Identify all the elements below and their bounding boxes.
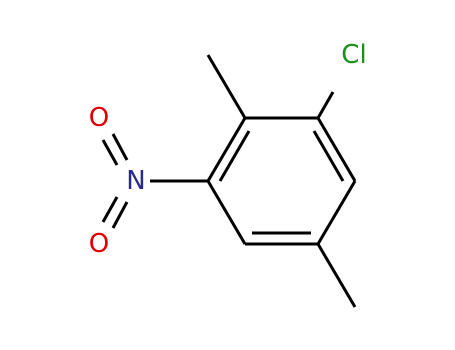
no-bond-bottom-b <box>111 201 129 229</box>
chlorine-label: Cl <box>341 40 366 70</box>
ring-bond-c2-c3 <box>316 117 357 182</box>
ring-bond-c5-c6 <box>206 180 247 245</box>
methyl-bond-bottom <box>316 243 357 308</box>
oxygen-bottom-label: O <box>89 229 109 259</box>
nitrogen-label: N <box>126 166 145 196</box>
ring-double-bond-inner-left <box>218 130 251 182</box>
ring-bond-c3-c4 <box>316 180 357 245</box>
benzene-ring <box>206 116 357 246</box>
no-double-bond-top-b <box>111 133 129 161</box>
methyl-bond-top <box>206 54 247 119</box>
ring-bond-c6-c1 <box>206 117 247 182</box>
chlorine-bond <box>316 91 335 119</box>
oxygen-top-label: O <box>89 103 109 133</box>
ring-double-bond-inner-right <box>312 130 345 182</box>
no-double-bond-top-a <box>101 139 119 166</box>
no-bond-bottom-a <box>101 196 119 223</box>
